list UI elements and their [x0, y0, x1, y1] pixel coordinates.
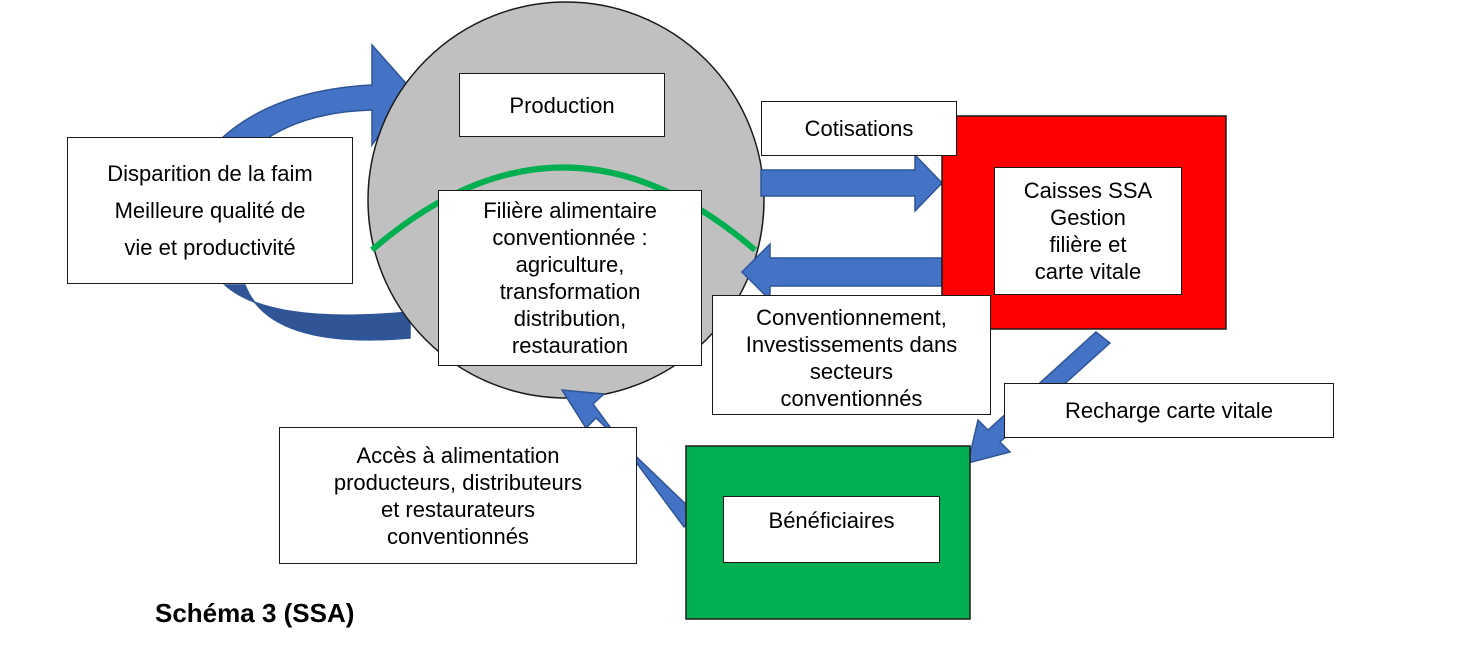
filiere-box: Filière alimentaire conventionnée : agri…	[438, 190, 702, 366]
beneficiaires-label: Bénéficiaires	[723, 496, 940, 563]
figure-caption: Schéma 3 (SSA)	[155, 598, 355, 628]
production-label: Production	[459, 73, 665, 137]
caisses-box: Caisses SSA Gestion filière et carte vit…	[994, 167, 1182, 295]
conventionnement-arrow	[740, 242, 943, 302]
acces-arrow	[560, 389, 698, 529]
green-arc	[370, 164, 757, 253]
recharge-label: Recharge carte vitale	[1004, 383, 1334, 438]
cotisations-arrow	[760, 153, 944, 213]
acces-box: Accès à alimentation producteurs, distri…	[279, 427, 637, 564]
cotisations-label: Cotisations	[761, 101, 957, 156]
conventionnement-box: Conventionnement, Investissements dans s…	[712, 295, 991, 415]
benefits-box: Disparition de la faim Meilleure qualité…	[67, 137, 353, 284]
feedback-arrow-bottom	[223, 284, 411, 341]
